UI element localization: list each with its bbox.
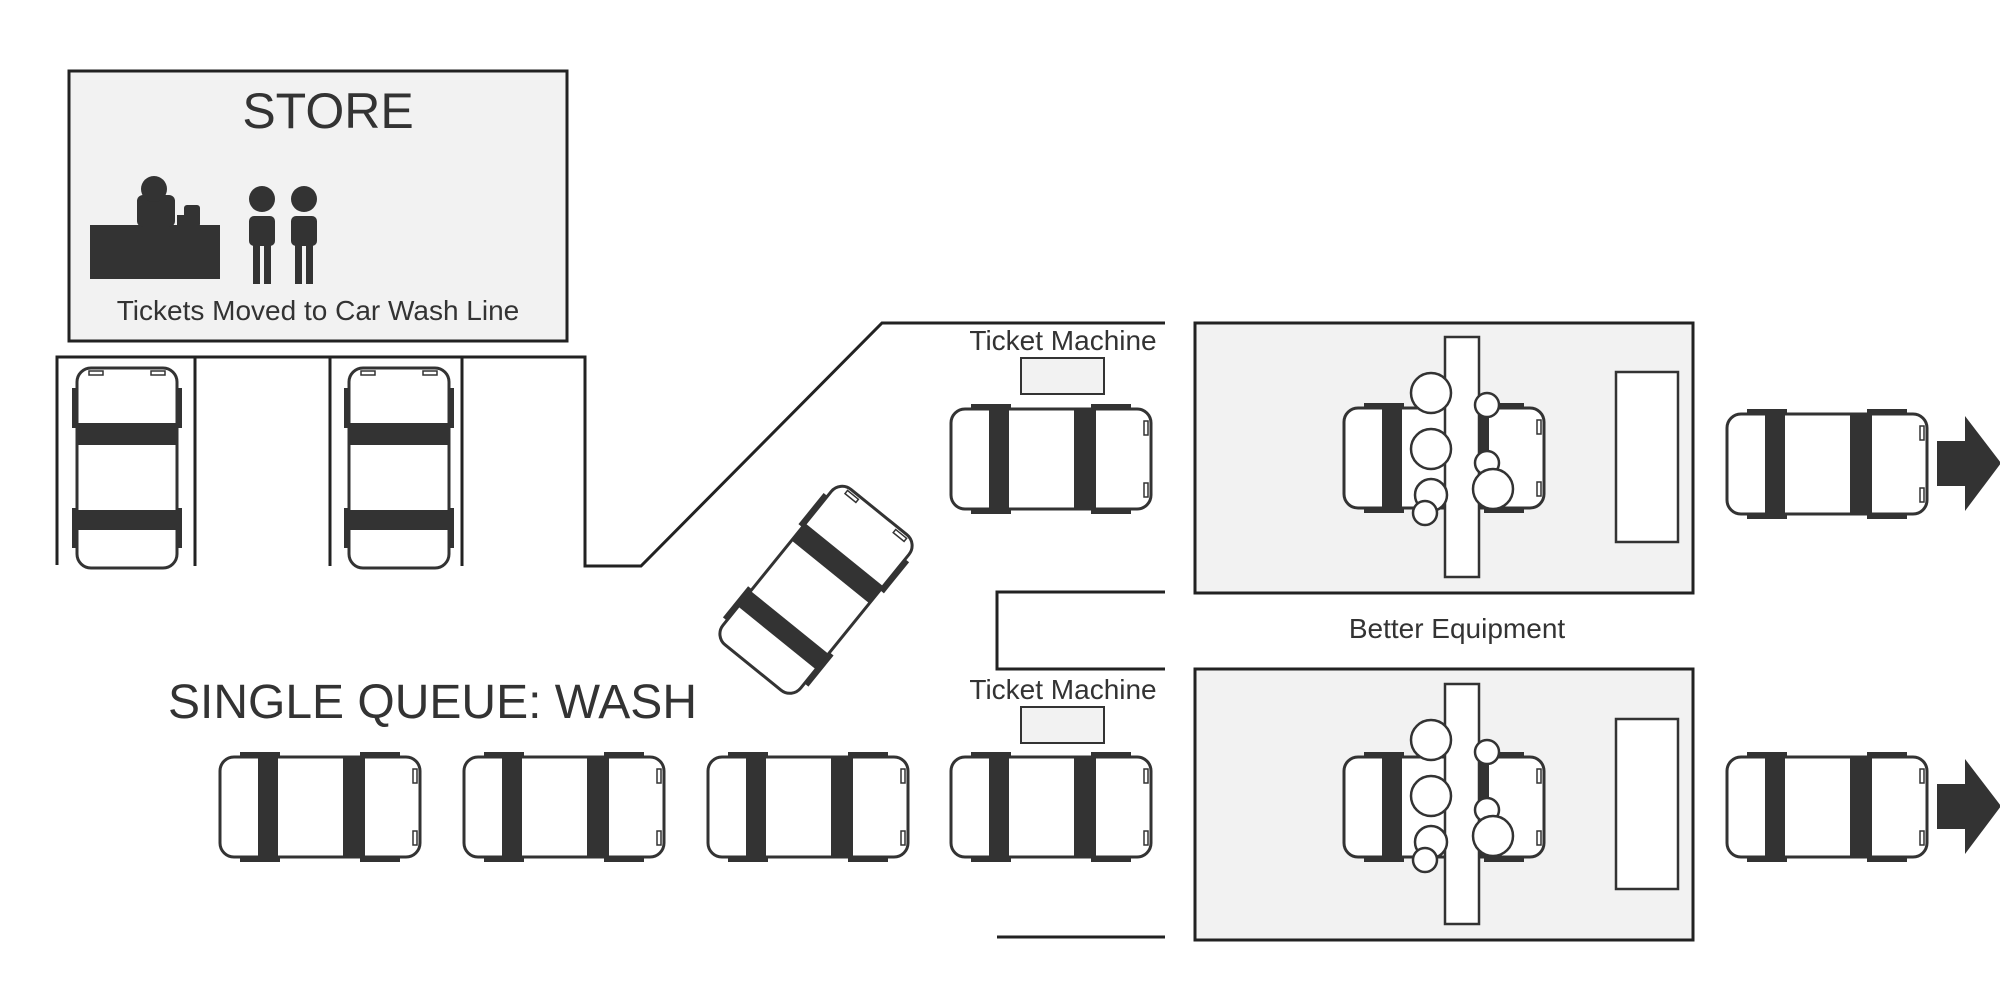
store-title: STORE	[242, 83, 413, 139]
car-icon	[1725, 750, 1929, 864]
car-icon	[949, 750, 1153, 864]
lane-lines	[55, 321, 1165, 939]
ticket-machine-top: Ticket Machine	[969, 325, 1157, 395]
car-icon	[218, 750, 422, 864]
equipment-label: Better Equipment	[1349, 613, 1566, 644]
car-icon	[462, 750, 666, 864]
wash-bay-top	[1193, 321, 1695, 595]
dryer-unit	[1614, 370, 1680, 544]
car-icon	[1725, 407, 1929, 521]
ticket-machine-label: Ticket Machine	[969, 674, 1156, 705]
car-icon	[949, 402, 1153, 516]
exit-arrow-icon	[1937, 416, 2000, 511]
wash-bay-bottom	[1193, 667, 1695, 942]
ticket-machine-label: Ticket Machine	[969, 325, 1156, 356]
ticket-machine-bottom: Ticket Machine	[969, 674, 1157, 744]
car-icon	[708, 475, 924, 704]
dryer-unit	[1614, 717, 1680, 891]
parked-car	[70, 366, 184, 570]
cashier-icon	[90, 176, 220, 279]
store-panel: STORE Tickets Moved to Car Wash Line	[67, 69, 569, 343]
exit-arrow-icon	[1937, 759, 2000, 854]
car-icon	[706, 750, 910, 864]
queue-title: SINGLE QUEUE: WASH	[168, 676, 697, 729]
store-caption: Tickets Moved to Car Wash Line	[117, 295, 520, 326]
parked-car	[342, 366, 456, 570]
